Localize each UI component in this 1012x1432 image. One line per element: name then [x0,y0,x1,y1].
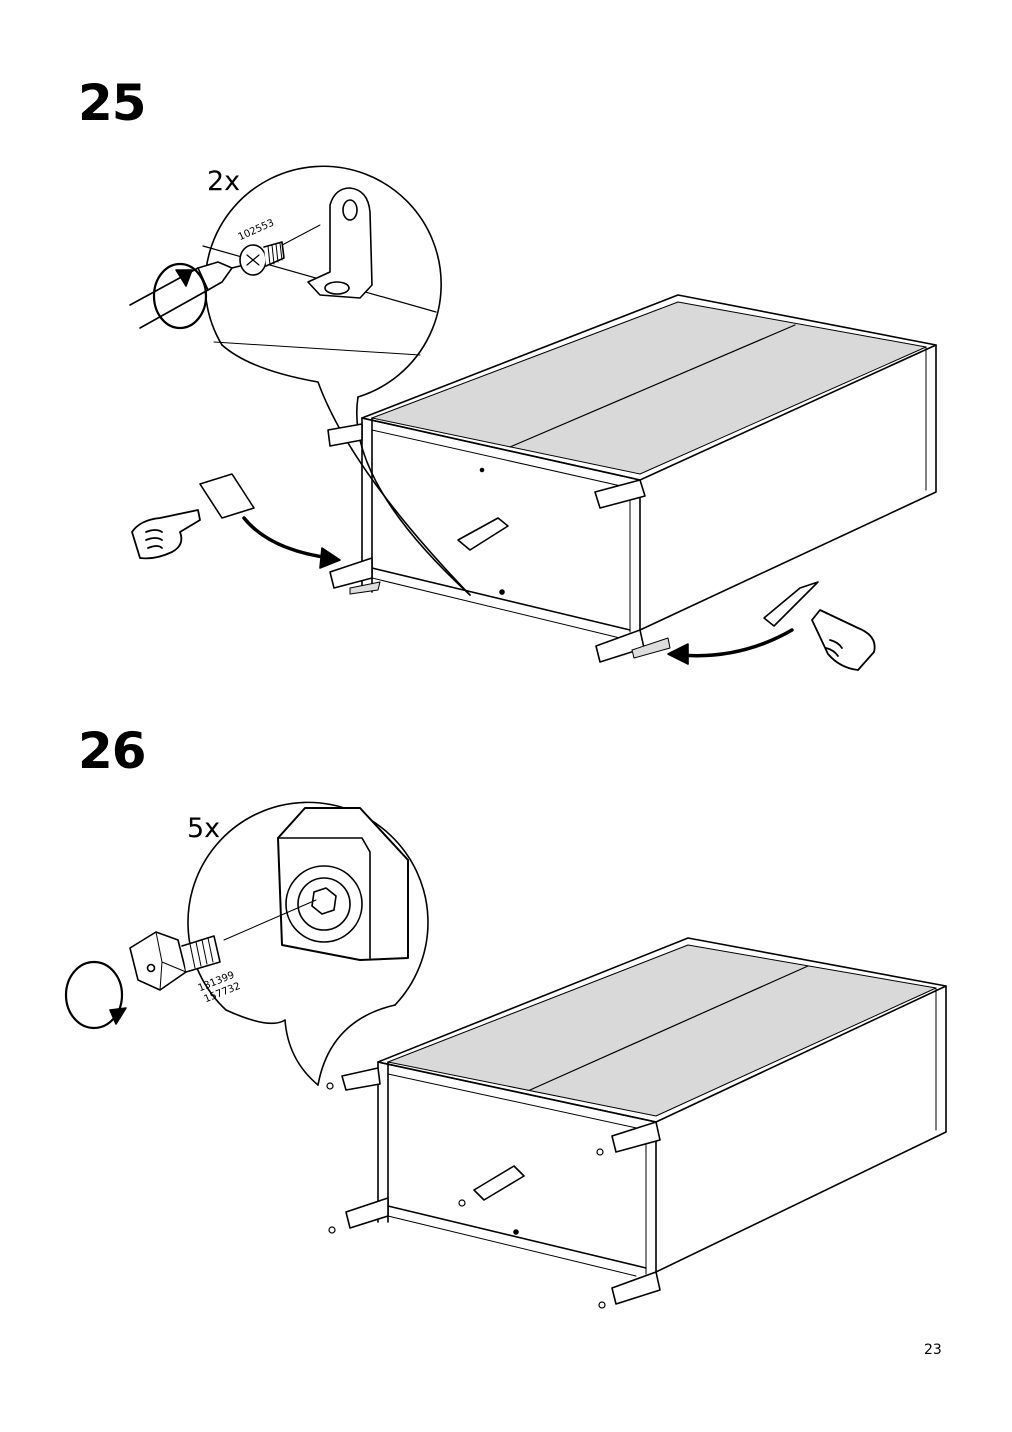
arrow-icon [242,516,794,665]
cabinet-step-25 [327,294,937,663]
cabinet-step-26 [341,937,947,1305]
step-25-number: 25 [78,74,147,132]
step-26-quantity: 5x [187,813,221,844]
rotate-clockwise-icon [64,960,127,1030]
adjustable-foot-bolt-icon [129,931,221,991]
bolt-position-icon [326,1082,606,1309]
felt-pad-icon [199,473,819,627]
pointing-hand-icon [131,509,876,671]
leg-foot-icon [223,807,409,961]
screw-icon [239,241,285,276]
step-26-number: 26 [78,722,147,780]
rotate-clockwise-icon [152,262,208,330]
step-25-quantity: 2x [207,166,241,197]
step-26-detail-callout [187,801,429,1086]
page-number: 23 [924,1342,942,1358]
